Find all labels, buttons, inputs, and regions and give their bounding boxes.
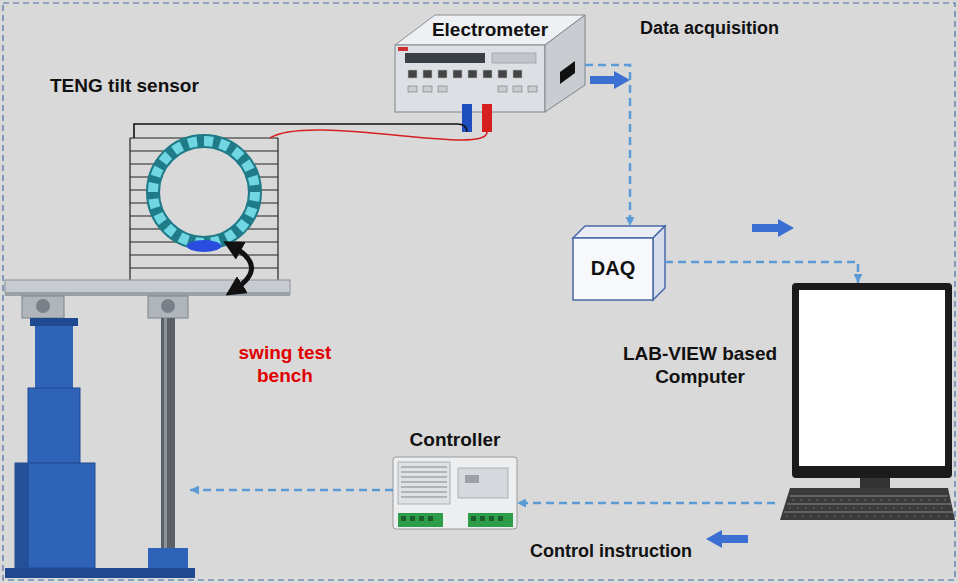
electrometer-device <box>395 15 585 132</box>
computer: LAB-VIEW based Computer <box>775 283 955 523</box>
flow-arrow <box>590 71 630 89</box>
controller: Controller <box>393 457 517 529</box>
edge-label: Data acquisition <box>640 18 779 40</box>
flow-arrow <box>706 530 748 548</box>
wire <box>270 130 487 140</box>
flow-arrow <box>752 219 794 237</box>
electrometer: Electrometer <box>395 12 585 132</box>
teng-sensor <box>130 138 278 280</box>
test-bench: swing test bench <box>5 280 190 578</box>
node-label: DAQ <box>573 256 653 280</box>
computer <box>780 283 955 520</box>
daq-box <box>573 226 665 300</box>
rotation-arrow <box>232 246 252 290</box>
node-label: LAB-VIEW based Computer <box>615 343 785 389</box>
node-label: Controller <box>393 429 517 452</box>
swing-test-bench <box>5 280 290 578</box>
node-label: TENG tilt sensor <box>50 75 250 98</box>
dashed-connector <box>585 65 630 226</box>
node-label: Electrometer <box>425 19 555 42</box>
dashed-connector <box>665 262 858 283</box>
edge-label: Control instruction <box>530 541 692 563</box>
controller-device <box>393 457 517 529</box>
tilt-sensor: TENG tilt sensor <box>130 138 278 280</box>
node-label: swing test bench <box>235 342 335 388</box>
dashed-connector <box>517 502 775 505</box>
dashed-connector <box>190 489 393 492</box>
daq-box: DAQ <box>573 226 665 300</box>
frame <box>3 3 955 580</box>
